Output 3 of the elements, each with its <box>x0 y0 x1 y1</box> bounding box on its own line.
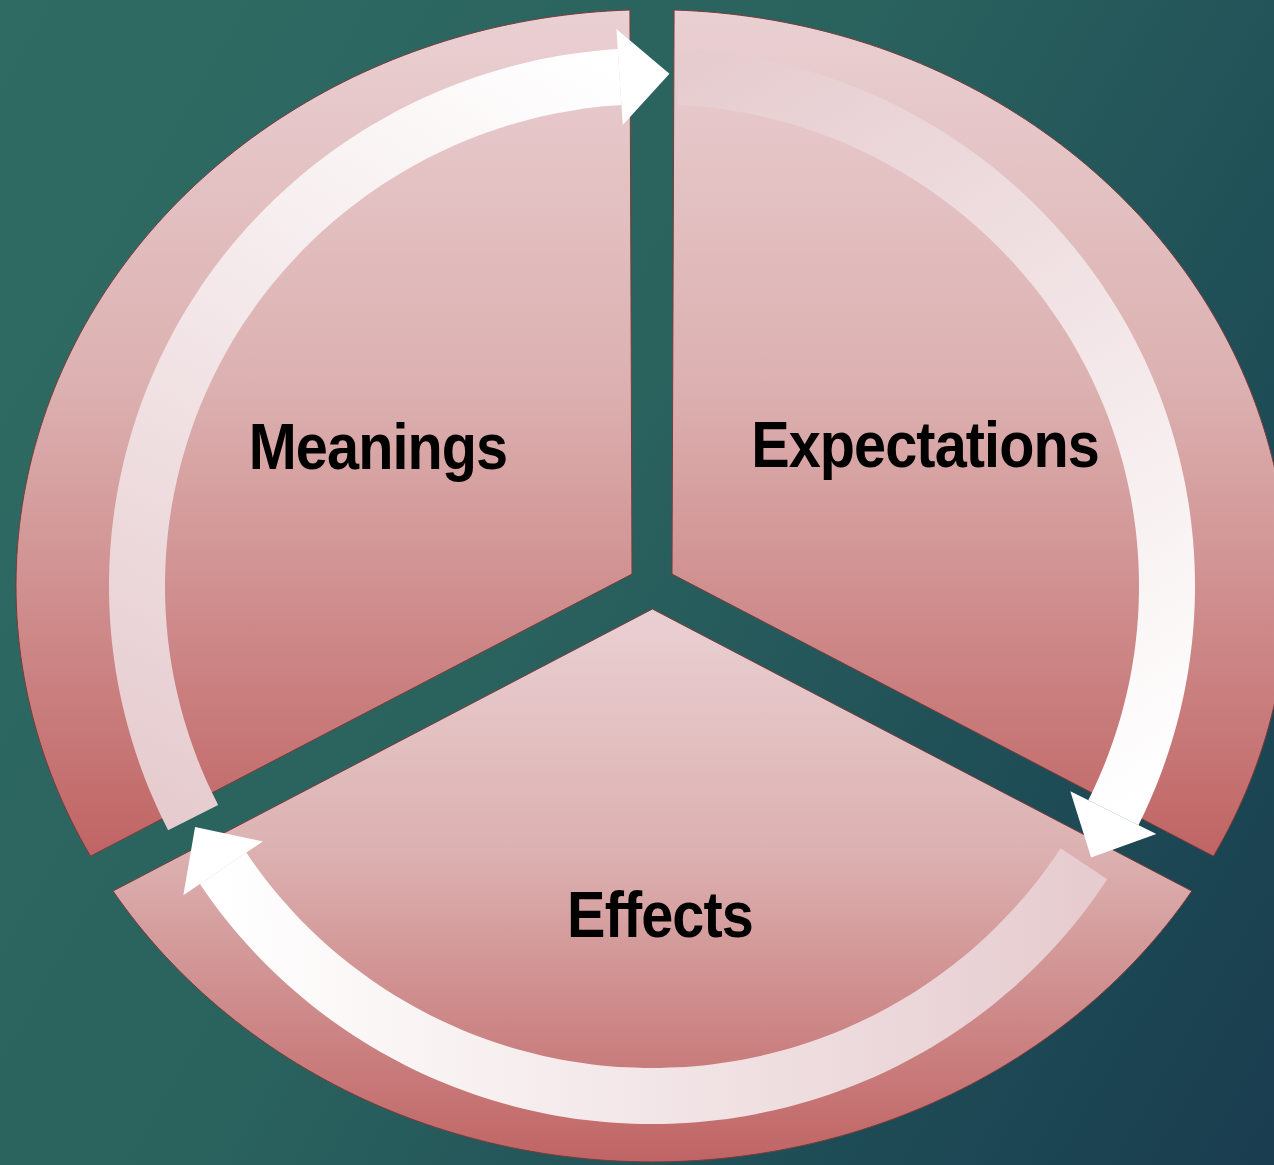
curved-arrow <box>109 29 670 830</box>
curved-arrow <box>183 826 1108 1124</box>
sector-label: Effects <box>567 883 753 947</box>
